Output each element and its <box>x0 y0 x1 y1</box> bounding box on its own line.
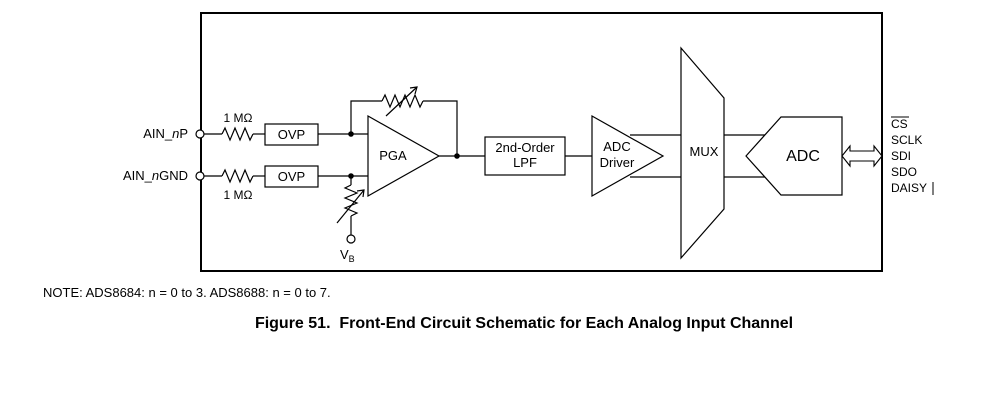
digital-bus-arrow <box>841 144 883 168</box>
ovp-top-label: OVP <box>278 127 305 142</box>
vb-label: VB <box>340 247 355 264</box>
signal-sdi: SDI <box>891 149 911 163</box>
mux-block <box>680 46 725 260</box>
front-end-schematic: AIN_nP AIN_nGND 1 MΩ 1 MΩ OVP OVP PGA <box>123 12 934 272</box>
figure-title: Front-End Circuit Schematic for Each Ana… <box>339 315 794 332</box>
mux-to-adc-wires <box>724 134 772 178</box>
pga-amplifier <box>367 114 441 198</box>
input-resistor-top <box>204 126 265 142</box>
input-label-ainp: AIN_nP <box>143 126 188 141</box>
pga-label: PGA <box>379 148 407 163</box>
resistor-bottom-label: 1 MΩ <box>224 188 253 202</box>
adc-driver <box>591 114 665 198</box>
pin-vb <box>346 234 356 244</box>
pin-ainp <box>195 129 205 139</box>
signal-sdo: SDO <box>891 165 917 179</box>
signal-daisy: DAISY <box>891 181 927 195</box>
bias-resistor <box>336 176 365 235</box>
lpf-block <box>484 136 566 176</box>
driver-label-line1: ADC <box>603 139 630 154</box>
signal-sclk: SCLK <box>891 133 922 147</box>
resistor-top-label: 1 MΩ <box>224 111 253 125</box>
ovp-to-pga-wires <box>318 133 368 177</box>
mux-label: MUX <box>690 144 719 159</box>
input-label-aingnd: AIN_nGND <box>123 168 188 183</box>
signal-cs: CS <box>891 117 908 131</box>
figure-caption: Figure 51. Front-End Circuit Schematic f… <box>0 315 984 333</box>
lpf-label-line1: 2nd-Order <box>495 140 555 155</box>
pin-aingnd <box>195 171 205 181</box>
ovp-bottom-label: OVP <box>278 169 305 184</box>
adc-label: ADC <box>786 148 820 165</box>
device-boundary <box>200 12 883 272</box>
feedback-resistor <box>350 86 458 156</box>
note-text: NOTE: ADS8684: n = 0 to 3. ADS8688: n = … <box>43 285 331 300</box>
driver-label-line2: Driver <box>600 155 635 170</box>
lpf-label-line2: LPF <box>513 155 537 170</box>
figure-number: Figure 51. <box>254 315 331 332</box>
input-resistor-bottom <box>204 168 265 184</box>
driver-to-mux-wires <box>630 134 683 178</box>
junction-feedback-right <box>454 153 460 159</box>
